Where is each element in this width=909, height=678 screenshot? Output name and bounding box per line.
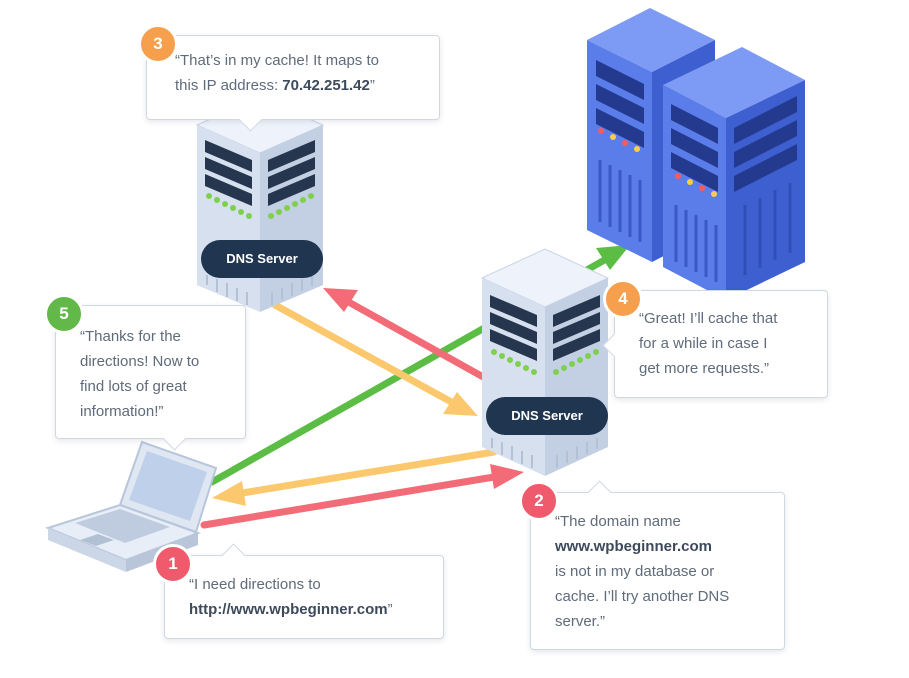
arrow-middns-to-laptop: [212, 448, 498, 506]
step-badge-2: 2: [519, 481, 559, 521]
step-1-line-1: “I need directions to: [189, 576, 321, 593]
speech-bubble-step-4: “Great! I’ll cache that for a while in c…: [602, 290, 828, 398]
dns-server-label-top: DNS Server: [201, 240, 323, 278]
step-2-line-1: “The domain name: [555, 513, 681, 530]
step-3-line-1: “That’s in my cache! It maps to: [175, 52, 379, 69]
step-4-line-3: get more requests.”: [639, 360, 770, 377]
step-5-line-1: “Thanks for the: [80, 328, 181, 345]
step-2-line-5: server.”: [555, 613, 606, 630]
arrow-topdns-to-middns: [271, 301, 478, 416]
server-icon: [480, 248, 610, 476]
speech-bubble-step-5: “Thanks for the directions! Now to find …: [55, 305, 246, 451]
speech-bubble-step-2: “The domain name www.wpbeginner.com is n…: [530, 480, 785, 650]
url-text: http://www.wpbeginner.com: [189, 601, 388, 618]
domain-text: www.wpbeginner.com: [555, 538, 712, 555]
server-rack-icon: [587, 8, 805, 300]
step-1-line-2: http://www.wpbeginner.com”: [189, 601, 393, 618]
arrow-laptop-to-middns: [200, 464, 524, 529]
step-badge-3: 3: [138, 24, 178, 64]
step-4-line-1: “Great! I’ll cache that: [639, 310, 778, 327]
step-badge-5: 5: [44, 294, 84, 334]
speech-bubble-step-3: “That’s in my cache! It maps to this IP …: [146, 35, 440, 132]
step-2-line-2: www.wpbeginner.com: [555, 534, 768, 559]
step-5-line-3: find lots of great: [80, 378, 187, 395]
step-3-line-2: this IP address: 70.42.251.42”: [175, 77, 375, 94]
server-icon: [195, 96, 325, 312]
step-4-line-2: for a while in case I: [639, 335, 768, 352]
step-badge-4: 4: [603, 279, 643, 319]
laptop-icon: [45, 440, 218, 572]
dns-server-label-middle: DNS Server: [486, 397, 608, 435]
step-5-line-2: directions! Now to: [80, 353, 200, 370]
speech-bubble-step-1: “I need directions to http://www.wpbegin…: [164, 543, 444, 639]
step-5-line-4: information!”: [80, 403, 164, 420]
step-badge-1: 1: [153, 544, 193, 584]
arrow-middns-to-topdns: [323, 288, 489, 382]
step-2-line-4: cache. I’ll try another DNS: [555, 588, 730, 605]
ip-address: 70.42.251.42: [282, 77, 370, 94]
step-2-line-3: is not in my database or: [555, 563, 715, 580]
